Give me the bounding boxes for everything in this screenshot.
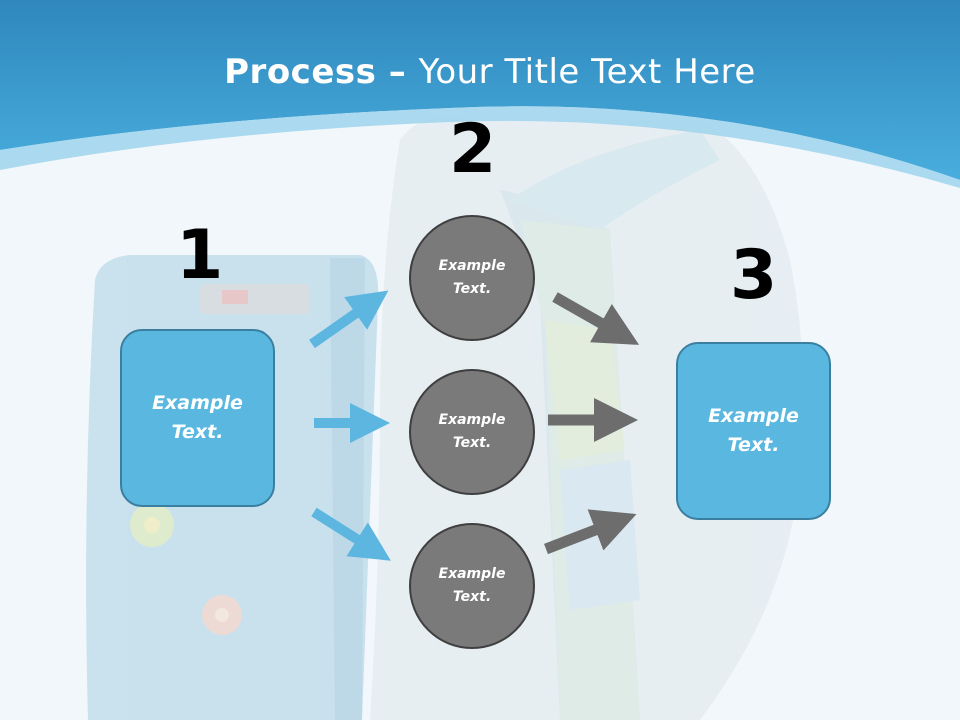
step2-item1-circle: Example Text.	[409, 215, 535, 341]
step3-number: 3	[730, 236, 778, 315]
header-band	[0, 0, 960, 188]
page-title: Process – Your Title Text Here	[0, 52, 960, 92]
step2-item2-text: Example Text.	[438, 412, 506, 451]
title-bold: Process	[224, 52, 377, 92]
step3-box: Example Text.	[676, 342, 831, 520]
step2-item2-circle: Example Text.	[409, 369, 535, 495]
step3-text: Example Text.	[708, 405, 799, 456]
title-separator: –	[376, 52, 419, 92]
step2-item1-text: Example Text.	[438, 258, 506, 297]
step1-number: 1	[176, 216, 224, 295]
step2-item3-text: Example Text.	[438, 566, 506, 605]
step2-number: 2	[449, 110, 497, 189]
step2-item3-circle: Example Text.	[409, 523, 535, 649]
step1-text: Example Text.	[152, 392, 243, 443]
title-rest: Your Title Text Here	[418, 52, 756, 92]
step1-box: Example Text.	[120, 329, 275, 507]
